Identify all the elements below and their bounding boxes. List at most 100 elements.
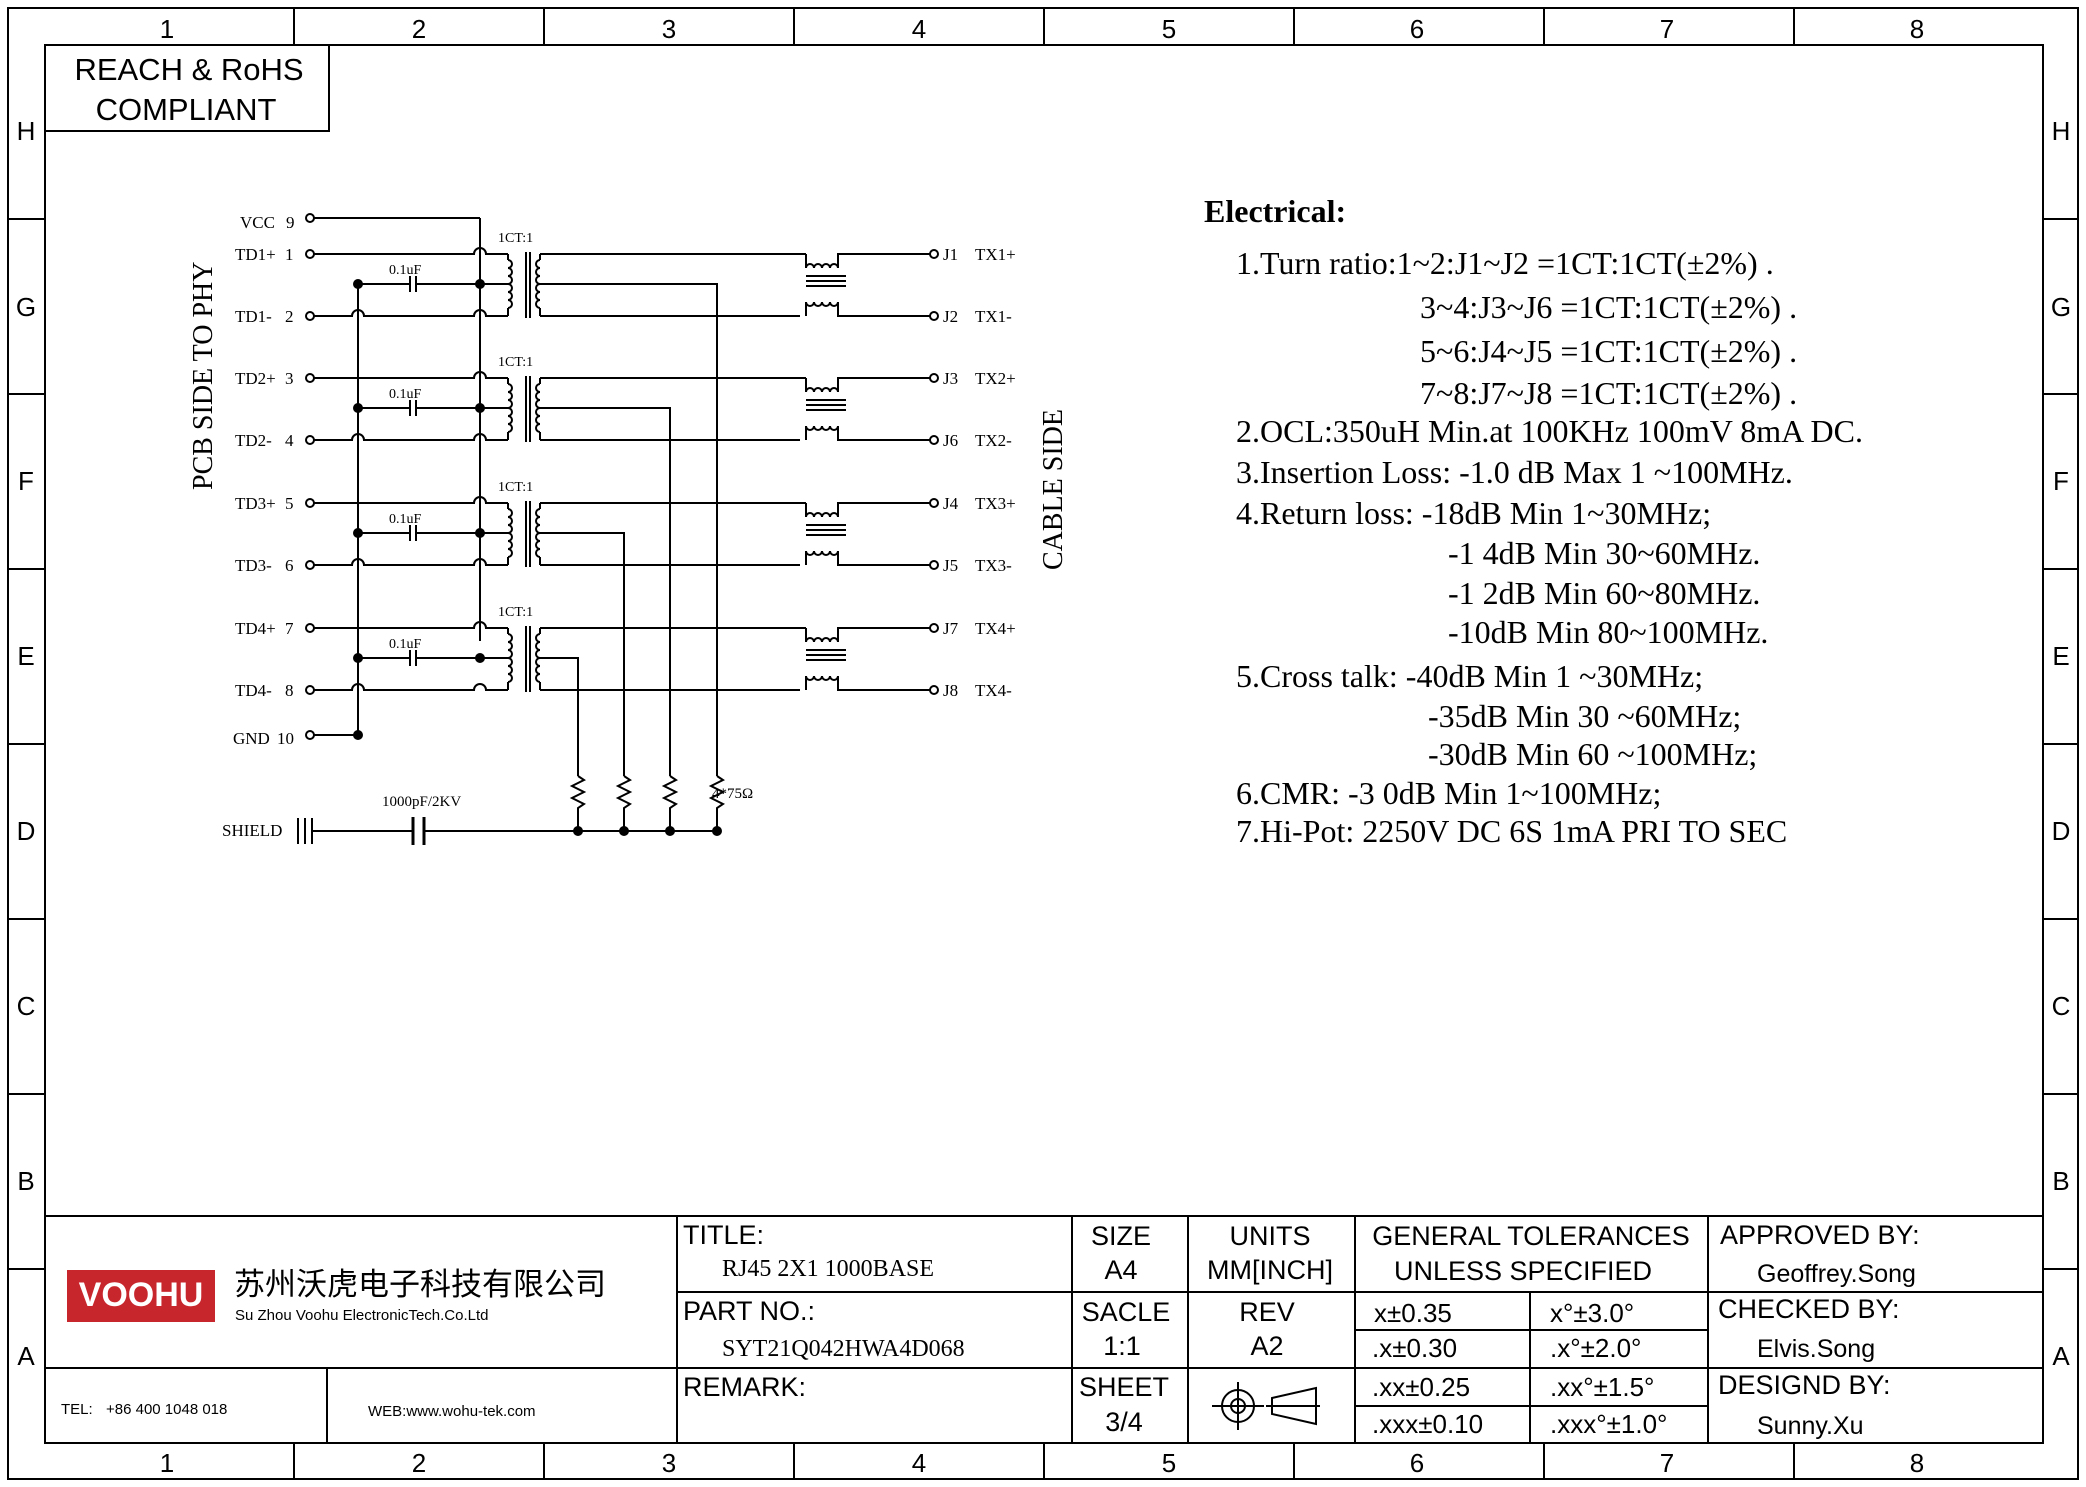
column-label: 7 bbox=[1660, 1448, 1674, 1478]
tolerance-linear: .xx±0.25 bbox=[1372, 1372, 1470, 1402]
checked-label: CHECKED BY: bbox=[1718, 1294, 1900, 1324]
cable-side-label: CABLE SIDE bbox=[1038, 409, 1069, 570]
size-label: SIZE bbox=[1091, 1221, 1151, 1251]
remark-label: REMARK: bbox=[683, 1372, 806, 1402]
column-label: 7 bbox=[1660, 14, 1674, 44]
tel-label: TEL: bbox=[61, 1401, 93, 1418]
row-label: F bbox=[18, 466, 34, 496]
column-label: 6 bbox=[1410, 14, 1424, 44]
tolerance-linear: .x±0.30 bbox=[1372, 1333, 1457, 1363]
pin-label: TD4+ bbox=[235, 619, 276, 638]
pcb-side-label: PCB SIDE TO PHY bbox=[188, 262, 219, 490]
web-address: WEB:www.wohu-tek.com bbox=[368, 1403, 536, 1420]
termination-resistor bbox=[615, 775, 633, 836]
electrical-line: 1.Turn ratio:1~2:J1~J2 =1CT:1CT(±2%) . bbox=[1236, 245, 1774, 281]
row-label: C bbox=[17, 991, 36, 1021]
logo-text: VOOHU bbox=[79, 1276, 204, 1314]
jack-signal: TX1- bbox=[975, 307, 1012, 326]
pin-number: 4 bbox=[285, 431, 294, 450]
company-logo: VOOHU bbox=[67, 1270, 215, 1322]
tolerance-linear: x±0.35 bbox=[1374, 1298, 1452, 1328]
checked-value: Elvis.Song bbox=[1757, 1335, 1875, 1363]
column-labels: 1 2 3 4 5 6 7 8 1 2 3 4 5 6 7 8 bbox=[160, 14, 1924, 1478]
cap-label: 0.1uF bbox=[389, 512, 422, 527]
third-angle-projection-icon bbox=[1212, 1382, 1320, 1430]
row-label: H bbox=[2052, 116, 2071, 146]
electrical-line: 5.Cross talk: -40dB Min 1 ~30MHz; bbox=[1236, 658, 1703, 694]
cap-label: 0.1uF bbox=[389, 637, 422, 652]
tolerance-heading-2: UNLESS SPECIFIED bbox=[1394, 1256, 1652, 1286]
row-label: B bbox=[2052, 1166, 2069, 1196]
pin-number: 2 bbox=[285, 307, 294, 326]
row-label: A bbox=[2052, 1341, 2070, 1371]
pin-number: 6 bbox=[285, 556, 294, 575]
title-value: RJ45 2X1 1000BASE bbox=[722, 1256, 934, 1282]
part-label: PART NO.: bbox=[683, 1296, 815, 1326]
jack-pin: J4 bbox=[943, 494, 959, 513]
part-value: SYT21Q042HWA4D068 bbox=[722, 1336, 965, 1362]
pin-label: TD2- bbox=[235, 431, 272, 450]
pin-number: 5 bbox=[285, 494, 294, 513]
electrical-heading: Electrical: bbox=[1204, 193, 1346, 229]
electrical-line: -35dB Min 30 ~60MHz; bbox=[1428, 698, 1741, 734]
pin-number: 1 bbox=[285, 245, 294, 264]
termination-resistor bbox=[708, 775, 726, 836]
gnd-label: GND bbox=[233, 729, 270, 748]
pin-number: 7 bbox=[285, 619, 294, 638]
jack-pin: J7 bbox=[943, 619, 959, 638]
outer-border bbox=[7, 7, 2079, 1480]
pin-label: TD4- bbox=[235, 681, 272, 700]
approved-label: APPROVED BY: bbox=[1720, 1220, 1920, 1250]
title-label: TITLE: bbox=[683, 1220, 764, 1250]
tolerance-angular: .xx°±1.5° bbox=[1550, 1372, 1654, 1402]
sheet-value: 3/4 bbox=[1105, 1407, 1143, 1437]
electrical-line: -1 2dB Min 60~80MHz. bbox=[1448, 575, 1760, 611]
row-label: D bbox=[17, 816, 36, 846]
termination-resistor bbox=[569, 775, 587, 836]
units-label: UNITS bbox=[1230, 1221, 1311, 1251]
column-ticks bbox=[293, 8, 1795, 1479]
jack-signal: TX4- bbox=[975, 681, 1012, 700]
jack-signal: TX1+ bbox=[975, 245, 1016, 264]
row-labels: H G F E D C B A H G F E D C B A bbox=[16, 116, 2071, 1371]
jack-signal: TX2- bbox=[975, 431, 1012, 450]
electrical-notes: Electrical: 1.Turn ratio:1~2:J1~J2 =1CT:… bbox=[1204, 193, 1863, 849]
row-label: G bbox=[16, 292, 36, 322]
row-label: E bbox=[2052, 641, 2069, 671]
electrical-line: 3.Insertion Loss: -1.0 dB Max 1 ~100MHz. bbox=[1236, 454, 1793, 490]
electrical-line: 5~6:J4~J5 =1CT:1CT(±2%) . bbox=[1420, 333, 1797, 369]
electrical-line: 7.Hi-Pot: 2250V DC 6S 1mA PRI TO SEC bbox=[1236, 813, 1787, 849]
sheet-label: SHEET bbox=[1079, 1372, 1169, 1402]
tolerance-angular: x°±3.0° bbox=[1550, 1298, 1634, 1328]
tolerance-heading-1: GENERAL TOLERANCES bbox=[1372, 1221, 1690, 1251]
column-label: 4 bbox=[912, 1448, 926, 1478]
column-label: 2 bbox=[412, 1448, 426, 1478]
size-value: A4 bbox=[1104, 1255, 1137, 1285]
pin-label: TD2+ bbox=[235, 369, 276, 388]
units-value: MM[INCH] bbox=[1207, 1255, 1333, 1285]
row-label: F bbox=[2053, 466, 2069, 496]
jack-signal: TX3- bbox=[975, 556, 1012, 575]
ratio-label: 1CT:1 bbox=[498, 355, 533, 370]
designed-label: DESIGND BY: bbox=[1718, 1370, 1891, 1400]
company-name-en: Su Zhou Voohu ElectronicTech.Co.Ltd bbox=[235, 1307, 489, 1324]
designed-value: Sunny.Xu bbox=[1757, 1412, 1864, 1440]
gnd-pin: 10 bbox=[277, 729, 294, 748]
tolerance-linear: .xxx±0.10 bbox=[1372, 1409, 1483, 1439]
jack-pin: J1 bbox=[943, 245, 958, 264]
column-label: 3 bbox=[662, 14, 676, 44]
column-label: 5 bbox=[1162, 1448, 1176, 1478]
column-label: 2 bbox=[412, 14, 426, 44]
jack-signal: TX4+ bbox=[975, 619, 1016, 638]
row-ticks bbox=[8, 218, 2078, 1270]
scale-value: 1:1 bbox=[1103, 1331, 1141, 1361]
column-label: 3 bbox=[662, 1448, 676, 1478]
row-label: A bbox=[17, 1341, 35, 1371]
electrical-line: -1 4dB Min 30~60MHz. bbox=[1448, 535, 1760, 571]
ratio-label: 1CT:1 bbox=[498, 480, 533, 495]
approved-value: Geoffrey.Song bbox=[1757, 1260, 1916, 1288]
column-label: 8 bbox=[1910, 1448, 1924, 1478]
